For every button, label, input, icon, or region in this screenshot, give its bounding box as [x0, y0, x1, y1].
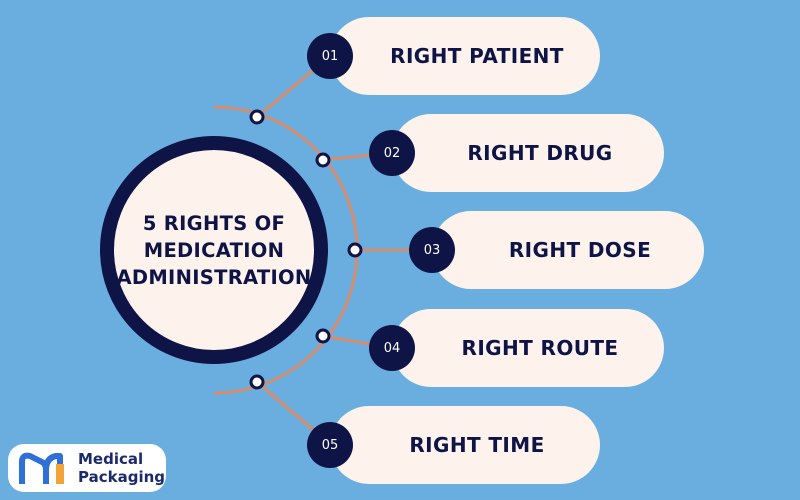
item-pill-05: RIGHT TIME [330, 406, 600, 484]
item-label-01: RIGHT PATIENT [390, 44, 564, 68]
item-number-02: 02 [383, 145, 401, 161]
item-pill-02: RIGHT DRUG [392, 114, 664, 192]
item-number-badge-02: 02 [369, 130, 415, 176]
item-pill-04: RIGHT ROUTE [392, 309, 664, 387]
item-number-badge-05: 05 [307, 422, 353, 468]
item-number-04: 04 [383, 340, 401, 356]
connector-node-01 [249, 109, 265, 125]
connector-node-02 [315, 152, 331, 168]
item-number-05: 05 [321, 437, 339, 453]
connector-node-05 [249, 374, 265, 390]
item-number-badge-04: 04 [369, 325, 415, 371]
item-pill-03: RIGHT DOSE [432, 211, 704, 289]
item-label-05: RIGHT TIME [409, 433, 545, 457]
item-number-badge-03: 03 [409, 227, 455, 273]
item-number-03: 03 [423, 242, 441, 258]
logo-text: Medical Packaging [78, 450, 165, 486]
item-label-03: RIGHT DOSE [508, 238, 652, 262]
logo-mark-icon [19, 452, 64, 484]
item-pill-01: RIGHT PATIENT [330, 17, 600, 95]
brand-logo: Medical Packaging [8, 444, 166, 492]
item-label-04: RIGHT ROUTE [461, 336, 619, 360]
item-number-badge-01: 01 [307, 33, 353, 79]
central-hub-circle: 5 RIGHTS OF MEDICATION ADMINISTRATION [100, 136, 328, 364]
item-number-01: 01 [321, 48, 339, 64]
item-label-02: RIGHT DRUG [467, 141, 613, 165]
connector-node-03 [347, 242, 363, 258]
hub-title: 5 RIGHTS OF MEDICATION ADMINISTRATION [116, 211, 312, 289]
connector-node-04 [315, 328, 331, 344]
